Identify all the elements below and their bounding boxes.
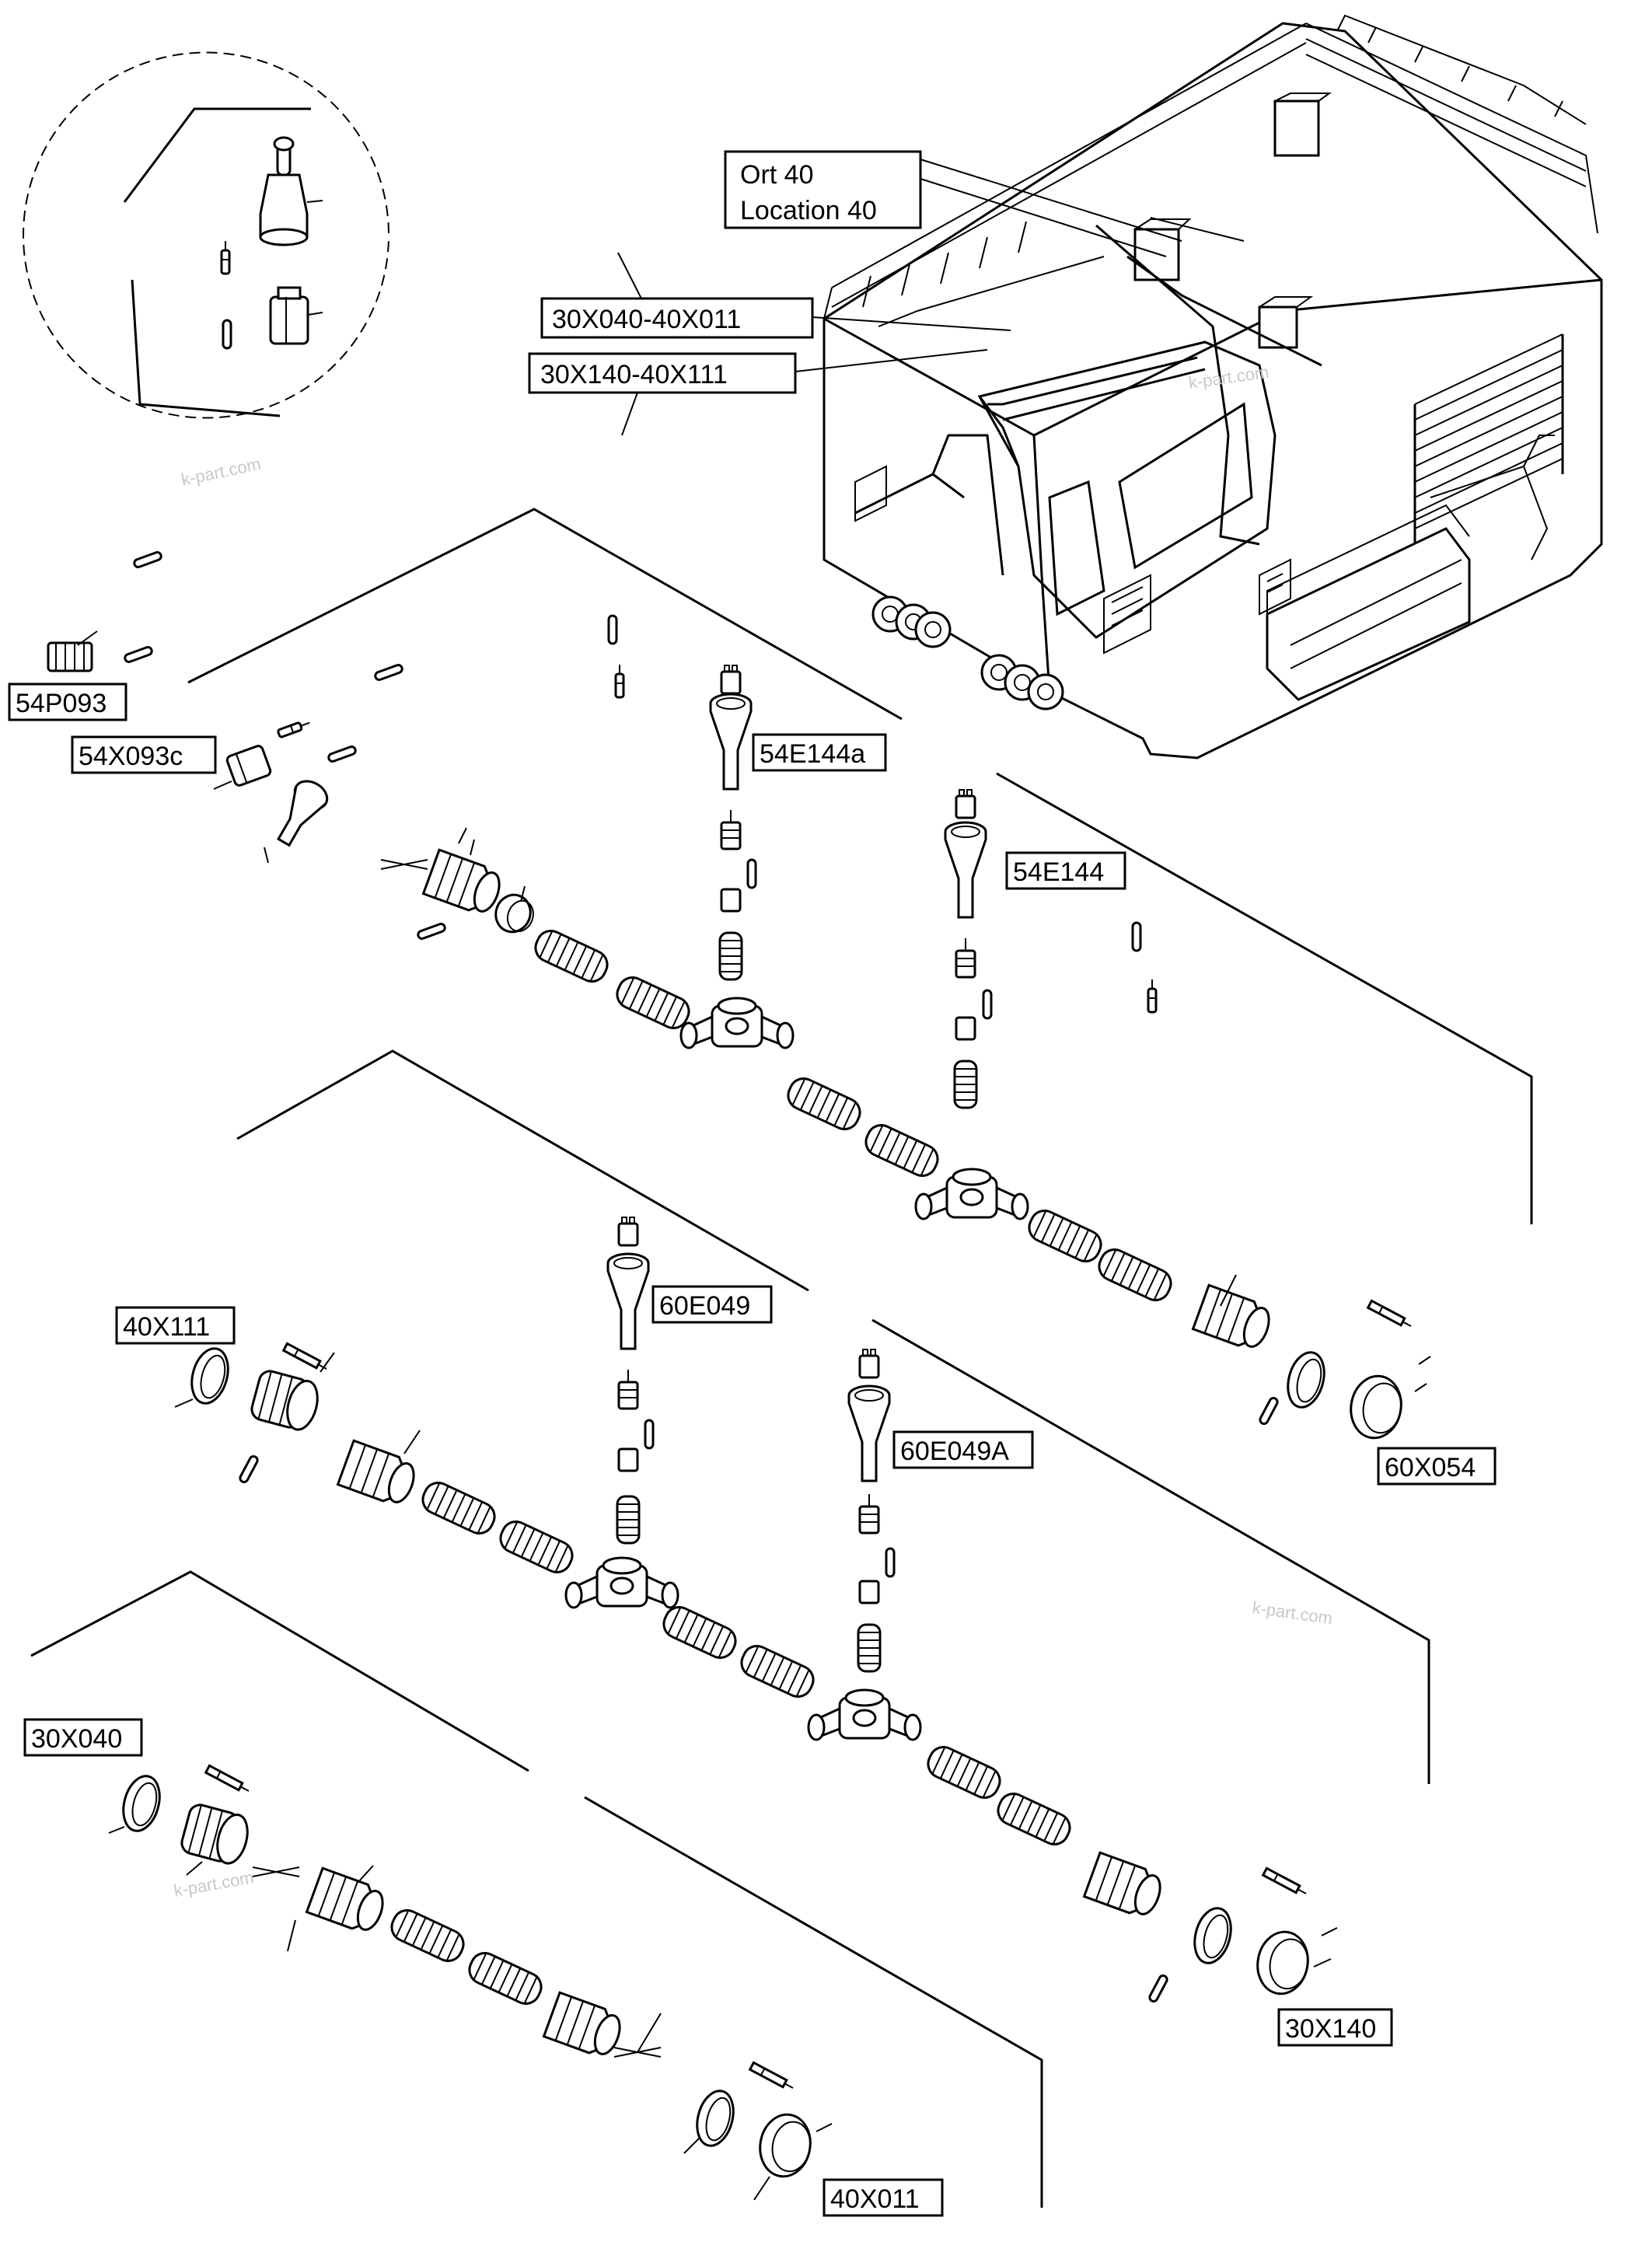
location-label-line2: Location 40 [740, 196, 877, 225]
label-60E049: 60E049 [659, 1291, 750, 1321]
assembly-3-labels: 30X040 40X011 [23, 1718, 944, 2217]
assembly-2-labels: 40X111 60E049 60E049A 30X140 [115, 1285, 1393, 2047]
assembly-1-parts [47, 550, 1431, 1444]
cable-labels: 30X040-40X011 30X140-40X111 [528, 252, 1011, 436]
watermark-text: k-part.com [180, 454, 263, 490]
watermark-text: k-part.com [173, 1867, 256, 1901]
cable-label-b: 30X140-40X111 [540, 360, 728, 389]
cable-label-a: 30X040-40X011 [552, 305, 741, 334]
assembly-3-parts: k-part.com [108, 1764, 833, 2201]
location-label: Ort 40 Location 40 [724, 150, 1182, 257]
detail-circle: k-part.com [23, 51, 389, 490]
label-40X011: 40X011 [830, 2184, 920, 2214]
location-label-line1: Ort 40 [740, 160, 813, 190]
label-54E144: 54E144 [1013, 857, 1104, 887]
label-30X140: 30X140 [1285, 2014, 1376, 2044]
assembly-1-bracket [187, 508, 1533, 1224]
label-54P093: 54P093 [16, 689, 107, 718]
label-60E049A: 60E049A [900, 1437, 1009, 1466]
label-30X040: 30X040 [31, 1724, 122, 1754]
label-54E144a: 54E144a [760, 739, 865, 769]
assembly-1-labels: 54P093 54X093c 54E144a 54E144 60X054 [8, 683, 1497, 1486]
label-54X093c: 54X093c [79, 742, 183, 771]
label-60X054: 60X054 [1385, 1453, 1476, 1482]
machine-illustration: k-part.com [823, 14, 1603, 759]
assembly-2-bracket [236, 1049, 1430, 1784]
assembly-3-bracket [30, 1570, 1043, 2208]
label-40X111: 40X111 [123, 1312, 210, 1342]
watermark-text: k-part.com [1187, 362, 1270, 393]
watermark-text: k-part.com [1251, 1597, 1333, 1628]
